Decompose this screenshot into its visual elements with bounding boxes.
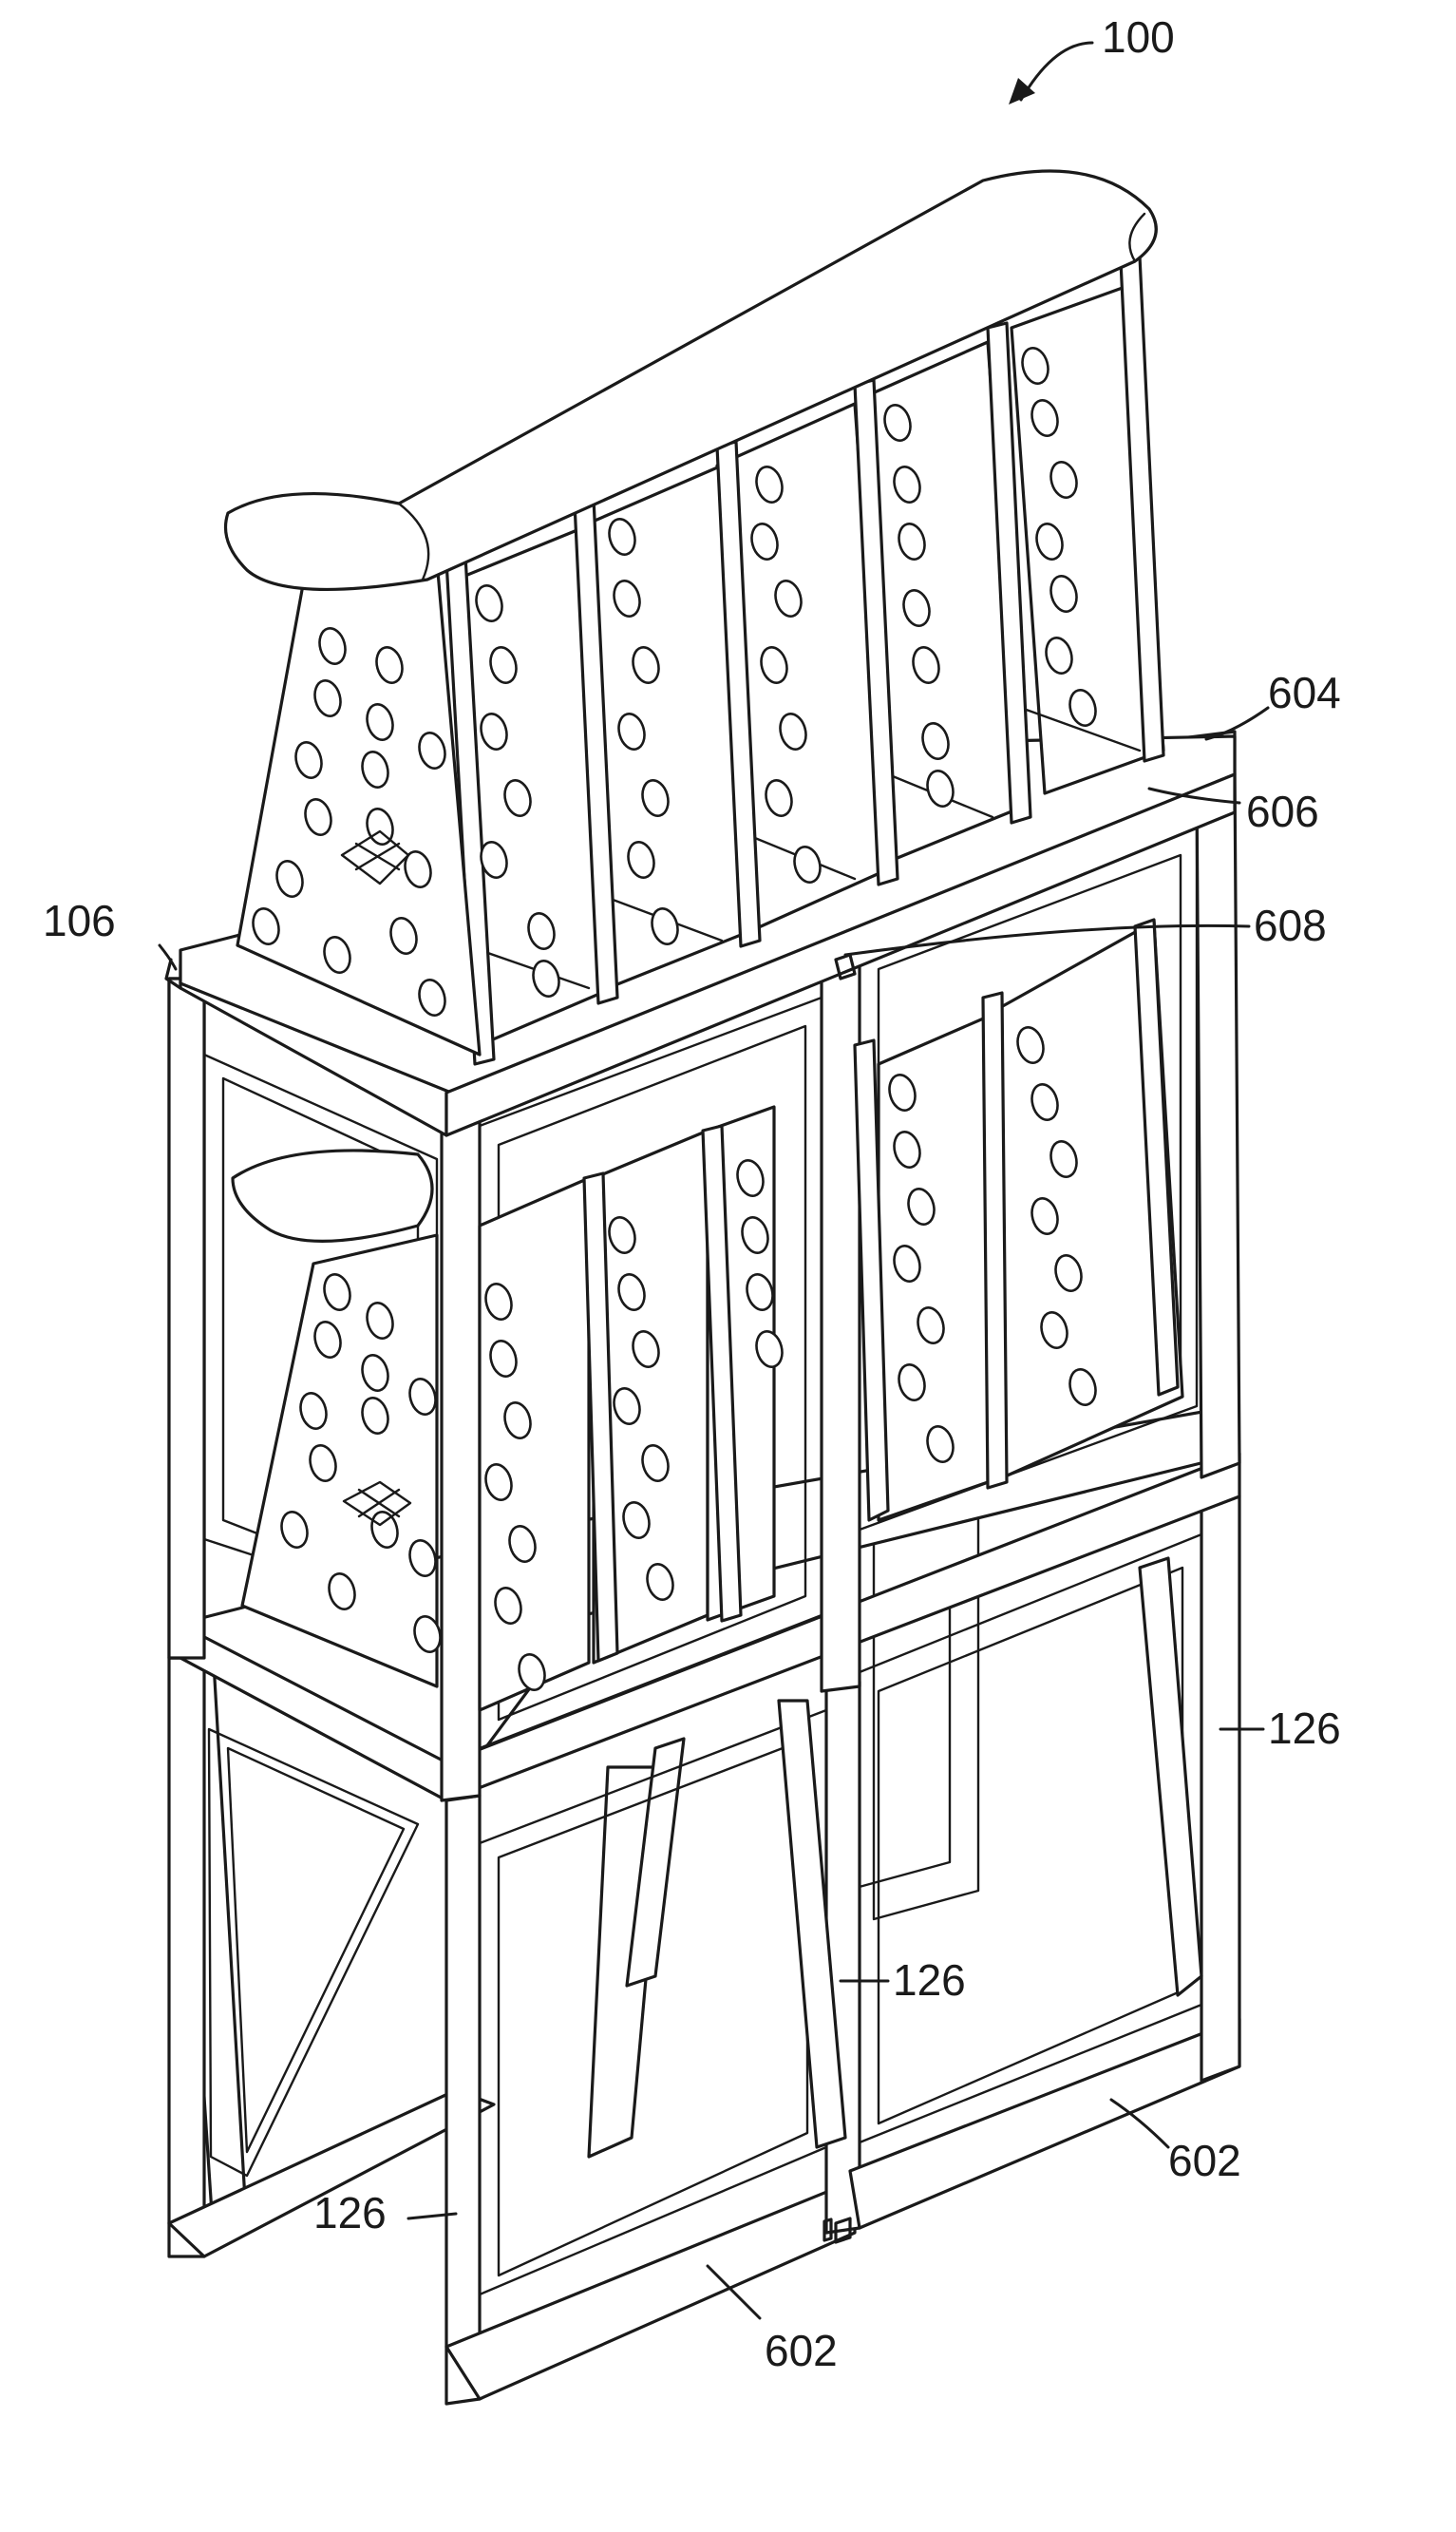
ref-602-bottom: 602 [765,2326,838,2375]
upper-airfoil-section [226,171,1164,1064]
ref-100: 100 [1102,12,1175,62]
ref-608: 608 [1254,901,1327,950]
ref-126-left: 126 [313,2188,387,2237]
ref-602-right: 602 [1168,2136,1241,2185]
ref-604: 604 [1268,668,1341,717]
ref-106: 106 [43,896,116,945]
ref-126-right: 126 [1268,1704,1341,1753]
ref-126-center: 126 [893,1955,966,2005]
ref-606: 606 [1246,787,1319,836]
